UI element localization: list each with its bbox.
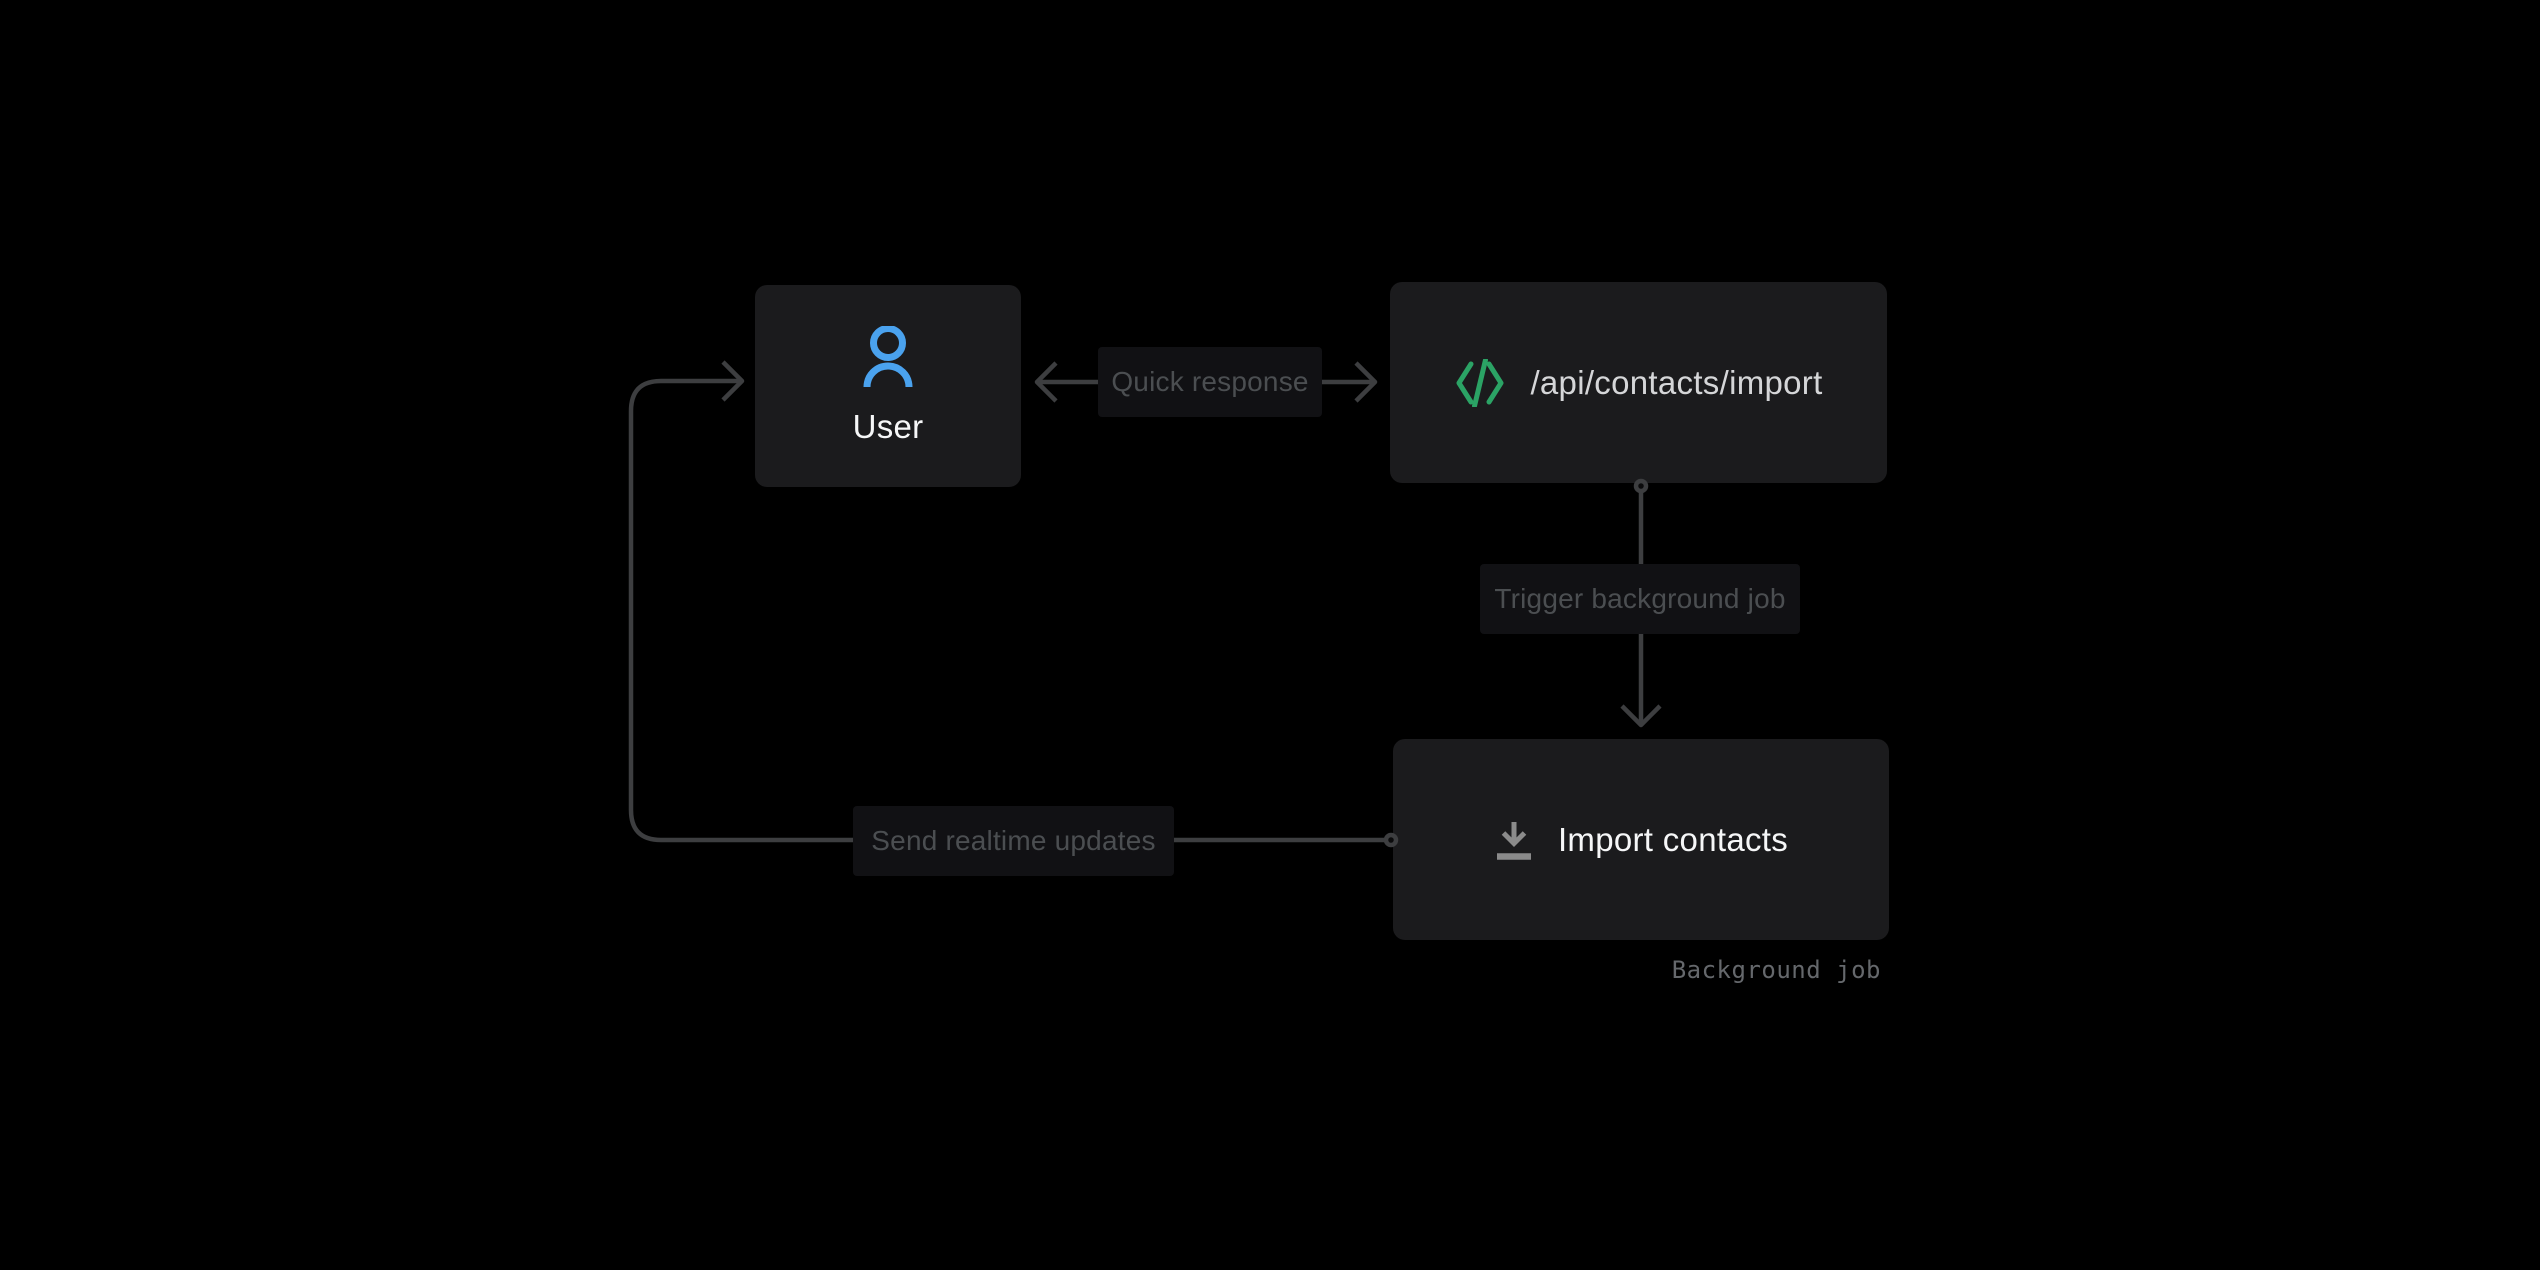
download-icon: [1496, 821, 1531, 860]
edge-label-trigger-background-job: Trigger background job: [1480, 564, 1800, 634]
edge-label-quick-response: Quick response: [1098, 347, 1322, 417]
arrowhead-down-icon: [1620, 704, 1662, 728]
arrowhead-left-icon: [1034, 361, 1058, 403]
node-import-label: Import contacts: [1557, 820, 1789, 858]
arrowhead-right-icon: [1354, 361, 1378, 403]
edge-label-send-realtime-updates: Send realtime updates: [853, 806, 1174, 876]
node-api-label: /api/contacts/import: [1530, 363, 1823, 401]
node-api-endpoint[interactable]: /api/contacts/import: [1390, 282, 1887, 483]
background-job-caption: Background job: [1671, 956, 1881, 984]
code-icon: [1456, 358, 1504, 407]
node-import-contacts[interactable]: Import contacts: [1393, 739, 1889, 940]
node-user[interactable]: User: [755, 285, 1021, 487]
arrowhead-right-user-icon: [721, 360, 745, 402]
node-user-label: User: [852, 408, 924, 445]
user-icon: [863, 326, 913, 388]
